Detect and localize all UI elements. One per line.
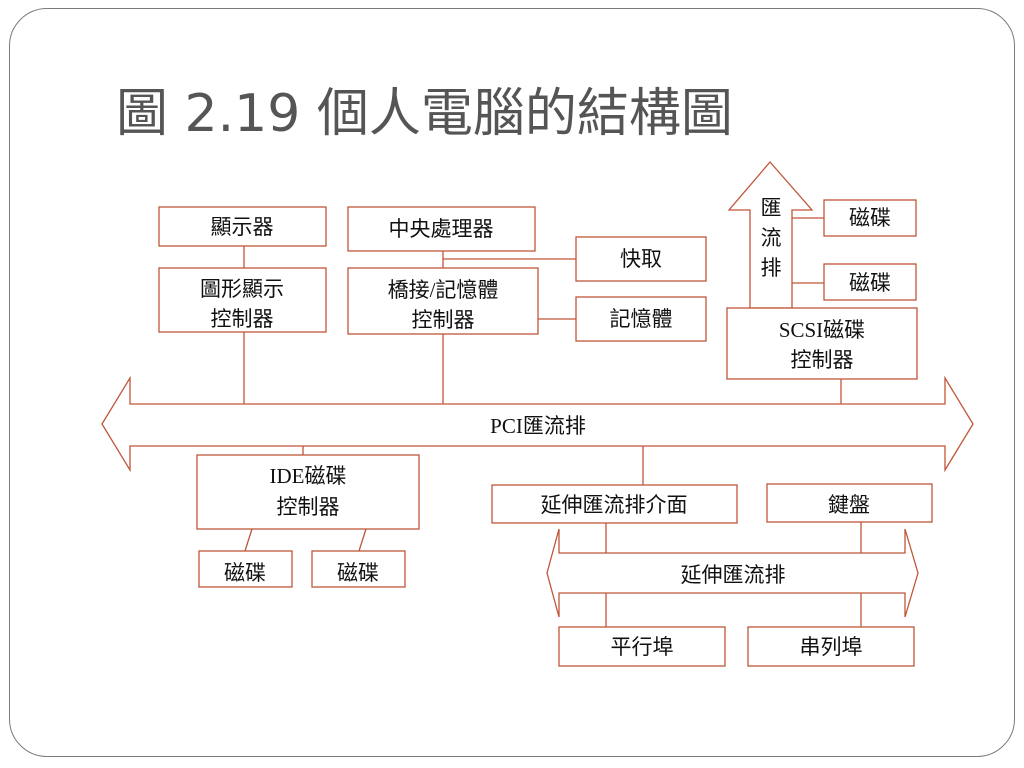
bridge-controller-label-line1: 橋接/記憶體 <box>388 278 499 302</box>
ide-controller-label-line1: IDE磁碟 <box>270 464 347 488</box>
ide-disk-2-box <box>311 550 406 588</box>
scsi-bus-label-3: 排 <box>761 256 782 280</box>
cache-box <box>575 236 707 282</box>
bridge-controller-box <box>347 267 539 335</box>
expansion-bus-arrow <box>546 528 919 618</box>
expansion-interface-label: 延伸匯流排介面 <box>541 493 688 517</box>
cpu-label: 中央處理器 <box>389 217 494 241</box>
display-label: 顯示器 <box>211 215 274 239</box>
memory-label: 記憶體 <box>610 307 673 331</box>
expansion-interface-box <box>491 484 738 524</box>
cpu-box <box>347 206 536 252</box>
expansion-bus-label: 延伸匯流排 <box>681 563 786 587</box>
parallel-port-box <box>558 626 726 667</box>
serial-port-box <box>747 626 915 667</box>
connector-ide-disk2 <box>358 528 367 552</box>
scsi-bus-label-1: 匯 <box>761 196 782 220</box>
connector-ide-disk1 <box>244 528 253 552</box>
ide-disk-1-label: 磁碟 <box>224 561 266 585</box>
scsi-controller-box <box>726 307 918 380</box>
pci-bus-arrow <box>101 375 974 473</box>
ide-controller-box <box>196 454 420 530</box>
graphics-controller-label-line1: 圖形顯示 <box>200 277 284 301</box>
scsi-bus-label-2: 流 <box>761 226 782 250</box>
bridge-controller-label-line2: 控制器 <box>412 308 475 332</box>
display-box <box>158 206 327 247</box>
keyboard-box <box>766 483 933 523</box>
parallel-port-label: 平行埠 <box>611 635 674 659</box>
pci-bus-label: PCI匯流排 <box>490 414 586 438</box>
scsi-disk-1-label: 磁碟 <box>849 206 891 230</box>
scsi-controller-label-line1: SCSI磁碟 <box>779 318 865 342</box>
memory-box <box>575 296 707 342</box>
keyboard-label: 鍵盤 <box>828 493 870 517</box>
cache-label: 快取 <box>620 247 662 271</box>
ide-disk-2-label: 磁碟 <box>337 561 379 585</box>
scsi-disk-2-box <box>823 263 917 301</box>
serial-port-label: 串列埠 <box>800 635 863 659</box>
scsi-disk-2-label: 磁碟 <box>849 271 891 295</box>
ide-controller-label-line2: 控制器 <box>277 495 340 519</box>
page-title: 圖 2.19 個人電腦的結構圖 <box>116 84 733 144</box>
ide-disk-1-box <box>198 550 293 588</box>
scsi-controller-label-line2: 控制器 <box>791 348 854 372</box>
graphics-controller-box <box>158 267 327 333</box>
graphics-controller-label-line2: 控制器 <box>211 307 274 331</box>
scsi-disk-1-box <box>823 199 917 237</box>
